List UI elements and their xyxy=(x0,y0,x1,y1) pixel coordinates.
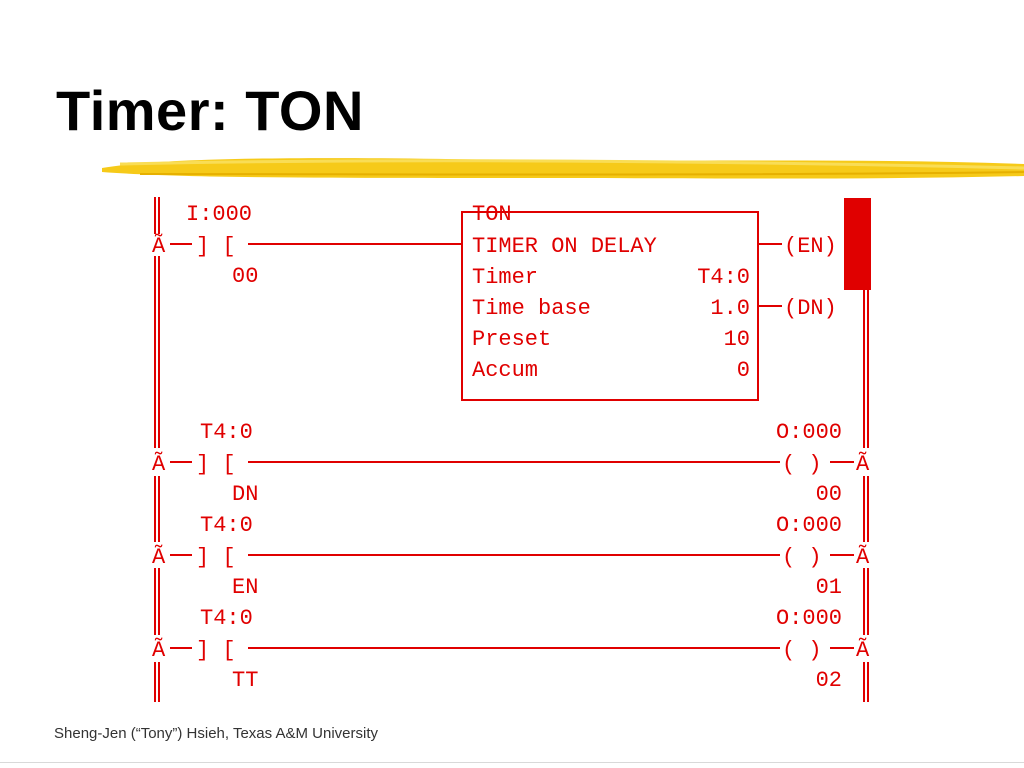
ton-row-value: 1.0 xyxy=(710,296,750,321)
rung-out-address: O:000 xyxy=(776,606,842,631)
footer-divider xyxy=(0,762,1024,763)
rung1-address: I:000 xyxy=(186,202,252,227)
ton-row-value: 10 xyxy=(724,327,750,352)
ton-row-label: Time base xyxy=(472,296,591,321)
slide-title: Timer: TON xyxy=(56,79,364,142)
ton-row-label: Accum xyxy=(472,358,538,383)
rung-rail-glyph: Ã xyxy=(856,637,870,663)
rung1-contact: ] [ xyxy=(196,234,236,259)
rung-contact: ] [ xyxy=(196,452,236,477)
rung-rail-glyph: Ã xyxy=(152,451,166,477)
rung-rail-glyph: Ã xyxy=(152,544,166,570)
title-underline xyxy=(102,158,1024,179)
rung-out-address: O:000 xyxy=(776,513,842,538)
rung-out-bit: 00 xyxy=(816,482,842,507)
rung-contact: ] [ xyxy=(196,545,236,570)
ton-row-value: T4:0 xyxy=(697,265,750,290)
rung-rail-glyph: Ã xyxy=(152,637,166,663)
ton-row-label: Timer xyxy=(472,265,538,290)
rung-contact: ] [ xyxy=(196,638,236,663)
ton-output-dn: (DN) xyxy=(784,296,837,321)
rung-in-address: T4:0 xyxy=(200,420,253,445)
rung-rail-glyph: Ã xyxy=(856,451,870,477)
rung-coil: ( ) xyxy=(782,638,822,663)
ton-row-value: 0 xyxy=(737,358,750,383)
highlight-marker xyxy=(844,198,871,290)
rung-coil: ( ) xyxy=(782,545,822,570)
footer-credit: Sheng-Jen (“Tony”) Hsieh, Texas A&M Univ… xyxy=(54,725,379,742)
rung-coil: ( ) xyxy=(782,452,822,477)
rung-out-bit: 02 xyxy=(816,668,842,693)
rung-out-bit: 01 xyxy=(816,575,842,600)
rung-in-address: T4:0 xyxy=(200,513,253,538)
ton-block-name: TON xyxy=(472,202,512,227)
rung1-rail-glyph: Ã xyxy=(152,233,166,259)
rung-in-bit: TT xyxy=(232,668,258,693)
rung-rail-glyph: Ã xyxy=(856,544,870,570)
rung-in-bit: EN xyxy=(232,575,258,600)
ton-row-label: Preset xyxy=(472,327,551,352)
rung-in-bit: DN xyxy=(232,482,258,507)
rung1-bit: 00 xyxy=(232,264,258,289)
rung-out-address: O:000 xyxy=(776,420,842,445)
rung-in-address: T4:0 xyxy=(200,606,253,631)
ladder-diagram: I:000 Ã ] [ 00 TON TIMER ON DELAY Timer … xyxy=(152,197,871,702)
ton-output-en: (EN) xyxy=(784,234,837,259)
ton-block-title: TIMER ON DELAY xyxy=(472,234,657,259)
